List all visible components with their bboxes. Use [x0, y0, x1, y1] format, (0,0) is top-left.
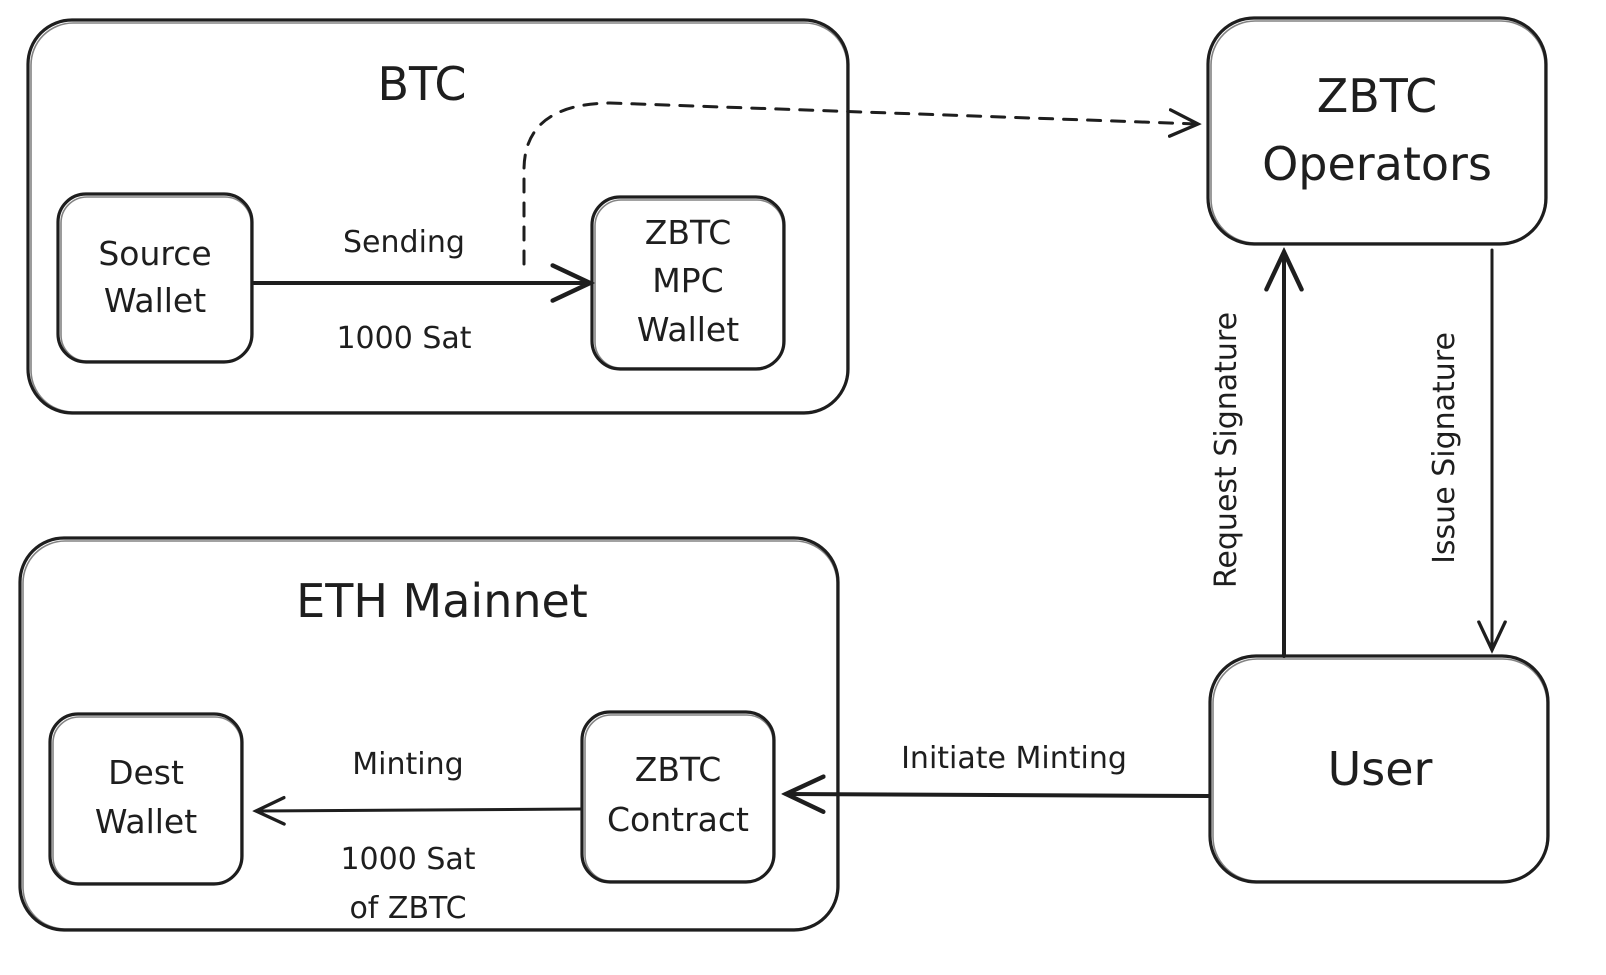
- eth-group-title: ETH Mainnet: [296, 574, 588, 628]
- request-signature-label: Request Signature: [1209, 312, 1244, 588]
- dest-wallet-label-line2: Wallet: [95, 802, 197, 841]
- zbtc-operators-node[interactable]: ZBTC Operators: [1206, 16, 1548, 246]
- minting-edge[interactable]: Minting 1000 Sat of ZBTC: [256, 747, 582, 926]
- request-signature-edge[interactable]: Request Signature: [1209, 252, 1284, 658]
- issue-signature-label: Issue Signature: [1427, 332, 1462, 564]
- zbtc-mpc-wallet-node[interactable]: ZBTC MPC Wallet: [590, 195, 786, 371]
- sending-edge[interactable]: Sending 1000 Sat: [252, 225, 590, 356]
- minting-edge-label: Minting: [352, 747, 463, 782]
- issue-signature-edge[interactable]: Issue Signature: [1427, 248, 1492, 650]
- source-wallet-label-line1: Source: [98, 234, 211, 273]
- zbtc-contract-label-line2: Contract: [607, 800, 749, 839]
- zbtc-contract-node[interactable]: ZBTC Contract: [580, 710, 776, 884]
- dest-wallet-label-line1: Dest: [108, 753, 184, 792]
- dest-wallet-node[interactable]: Dest Wallet: [48, 712, 244, 886]
- minting-amount-label-line1: 1000 Sat: [340, 842, 475, 877]
- zbtc-operators-label-line2: Operators: [1262, 137, 1492, 191]
- eth-mainnet-group: ETH Mainnet: [18, 536, 840, 932]
- dashed-notify-edge[interactable]: [522, 101, 1198, 266]
- user-label: User: [1328, 742, 1433, 796]
- minting-amount-label-line2: of ZBTC: [349, 891, 466, 926]
- sending-amount-label: 1000 Sat: [336, 321, 471, 356]
- source-wallet-node[interactable]: Source Wallet: [56, 192, 254, 364]
- zbtc-mpc-wallet-label-line2: MPC: [652, 261, 723, 300]
- zbtc-mpc-wallet-label-line3: Wallet: [637, 310, 739, 349]
- initiate-minting-edge[interactable]: Initiate Minting: [786, 741, 1210, 796]
- zbtc-operators-label-line1: ZBTC: [1317, 69, 1438, 123]
- zbtc-contract-label-line1: ZBTC: [635, 750, 722, 789]
- user-node[interactable]: User: [1208, 654, 1550, 884]
- initiate-minting-label: Initiate Minting: [901, 741, 1127, 776]
- zbtc-mpc-wallet-label-line1: ZBTC: [645, 213, 732, 252]
- source-wallet-label-line2: Wallet: [104, 281, 206, 320]
- sending-edge-label: Sending: [343, 225, 465, 260]
- btc-group-title: BTC: [377, 57, 466, 111]
- btc-group: BTC: [26, 18, 850, 415]
